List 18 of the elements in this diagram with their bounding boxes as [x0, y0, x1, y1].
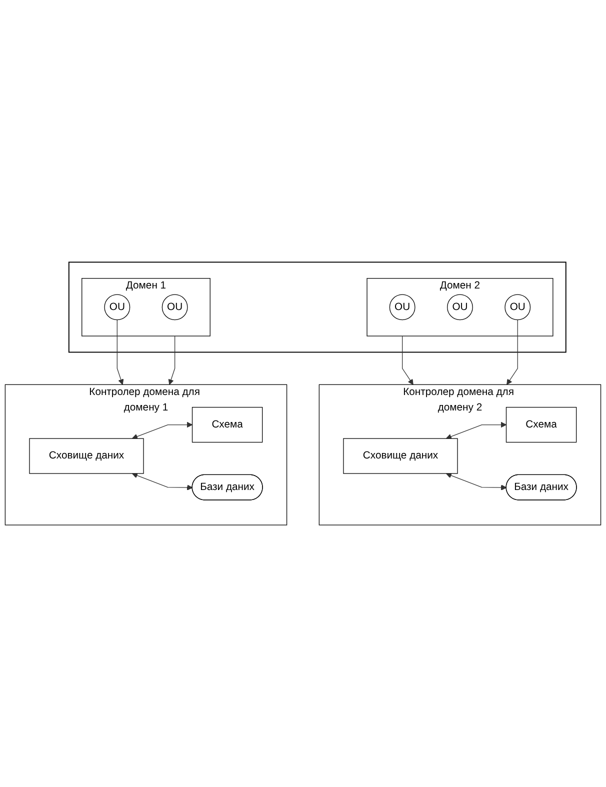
arrow — [446, 422, 507, 440]
node-circle: OU — [389, 294, 416, 320]
arrow — [506, 319, 518, 385]
node-box: Сховище даних — [29, 438, 144, 474]
arrow — [116, 319, 124, 385]
node-box: Сховище даних — [343, 438, 458, 474]
cluster — [68, 262, 566, 353]
node-circle: OU — [447, 294, 473, 320]
node-box: Схема — [506, 406, 577, 442]
arrow — [446, 472, 507, 490]
arrow — [132, 472, 193, 490]
arrow — [402, 336, 414, 385]
node-circle: OU — [504, 294, 531, 320]
node-circle: OU — [104, 294, 130, 320]
arrow — [132, 422, 193, 440]
node-circle: OU — [162, 294, 188, 320]
node-box: Схема — [192, 406, 263, 442]
arrow — [168, 336, 176, 385]
